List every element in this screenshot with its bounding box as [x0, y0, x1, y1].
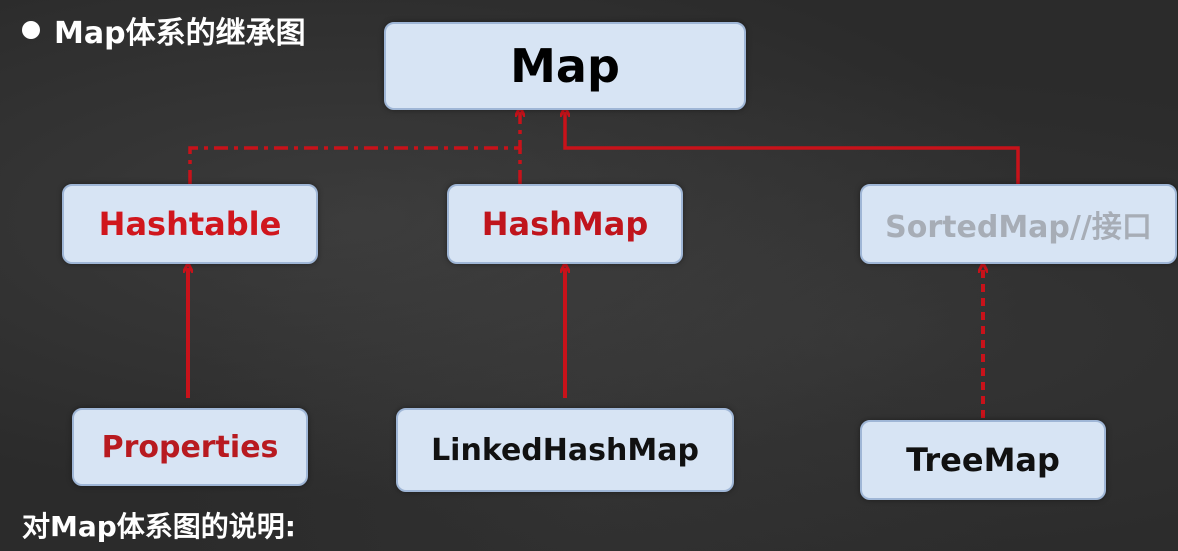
- node-linkedhashmap-label: LinkedHashMap: [431, 432, 699, 468]
- node-sortedmap-label: SortedMap//接口: [885, 210, 1152, 245]
- node-treemap: TreeMap: [860, 420, 1106, 500]
- node-hashmap-label: HashMap: [481, 205, 649, 243]
- node-sortedmap: SortedMap//接口: [860, 184, 1177, 264]
- footer-text: 对Map体系图的说明:: [22, 510, 296, 543]
- page-title-row: Map体系的继承图: [22, 8, 306, 52]
- node-treemap-label: TreeMap: [906, 441, 1060, 479]
- node-hashmap: HashMap: [447, 184, 683, 264]
- edge-hashtable-map: [188, 112, 520, 184]
- node-properties-label: Properties: [101, 429, 279, 465]
- node-map: Map: [384, 22, 746, 110]
- node-hashtable: Hashtable: [62, 184, 318, 264]
- node-properties: Properties: [72, 408, 308, 486]
- page-title: Map体系的继承图: [54, 16, 306, 51]
- bullet-icon: [22, 21, 40, 39]
- node-linkedhashmap: LinkedHashMap: [396, 408, 734, 492]
- node-map-label: Map: [510, 39, 620, 93]
- node-hashtable-label: Hashtable: [98, 205, 282, 243]
- edge-sortedmap-map: [565, 112, 1020, 184]
